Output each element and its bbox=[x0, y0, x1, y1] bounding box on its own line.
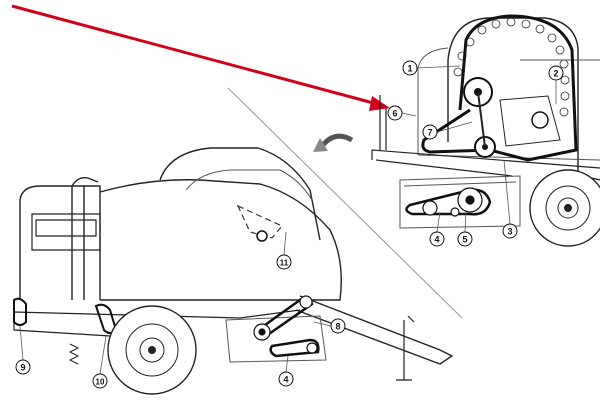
callout-4-main: 4 bbox=[278, 355, 294, 387]
main-dashed-belt bbox=[236, 204, 283, 239]
callout-7: 7 bbox=[422, 121, 473, 140]
curved-arrow-icon bbox=[313, 133, 354, 152]
main-hood bbox=[159, 147, 321, 241]
main-pickup bbox=[225, 315, 327, 363]
main-idler bbox=[256, 230, 268, 242]
detail-hood bbox=[447, 17, 600, 181]
callout-11: 11 bbox=[276, 231, 292, 270]
callout-4-main-label: 4 bbox=[283, 375, 288, 385]
callout-11-label: 11 bbox=[280, 259, 289, 268]
control-box bbox=[31, 213, 101, 251]
detail-wheel bbox=[529, 169, 600, 247]
callouts: 1 2 3 4 5 6 bbox=[15, 60, 564, 389]
callout-4-detail: 4 bbox=[429, 211, 445, 247]
red-pointer-arrow bbox=[11, 4, 390, 111]
callout-6: 6 bbox=[387, 105, 417, 121]
callout-7-label: 7 bbox=[427, 128, 432, 138]
roller-chain bbox=[453, 17, 570, 117]
callout-6-label: 6 bbox=[392, 109, 397, 119]
pickup-housing bbox=[399, 175, 521, 229]
lower-gear bbox=[422, 187, 483, 217]
callout-1-label: 1 bbox=[407, 64, 412, 74]
pointer-arrow-shaft bbox=[11, 4, 378, 106]
main-gears bbox=[253, 295, 318, 354]
callout-2-label: 2 bbox=[553, 69, 558, 79]
main-lower-belt bbox=[269, 338, 320, 358]
callout-8: 8 bbox=[313, 318, 346, 334]
tensioner-pulleys bbox=[463, 77, 561, 158]
callout-5: 5 bbox=[457, 209, 473, 247]
lower-belt bbox=[405, 188, 492, 216]
separator-line bbox=[227, 87, 463, 319]
drive-belt bbox=[421, 14, 578, 162]
callout-5-label: 5 bbox=[462, 235, 467, 245]
detail-frame bbox=[371, 95, 600, 177]
callout-3-label: 3 bbox=[507, 227, 512, 237]
front-chamber bbox=[19, 185, 101, 300]
callout-10-label: 10 bbox=[96, 378, 105, 387]
callout-9-label: 9 bbox=[20, 363, 25, 373]
callout-1: 1 bbox=[402, 60, 461, 76]
spring bbox=[68, 343, 80, 365]
callout-10: 10 bbox=[92, 335, 108, 389]
jack-stand bbox=[396, 315, 415, 381]
main-view bbox=[13, 147, 454, 395]
main-wheel bbox=[107, 305, 197, 395]
callout-9: 9 bbox=[15, 325, 31, 375]
callout-2: 2 bbox=[548, 65, 564, 104]
drawbar bbox=[295, 295, 454, 365]
hood-rail bbox=[185, 169, 313, 201]
main-body bbox=[99, 179, 342, 301]
callout-8-label: 8 bbox=[335, 322, 340, 332]
side-belt-9 bbox=[13, 297, 27, 326]
detail-view bbox=[371, 14, 600, 247]
lift-posts bbox=[71, 176, 99, 300]
callout-4-detail-label: 4 bbox=[434, 235, 439, 245]
callout-3: 3 bbox=[502, 159, 518, 239]
